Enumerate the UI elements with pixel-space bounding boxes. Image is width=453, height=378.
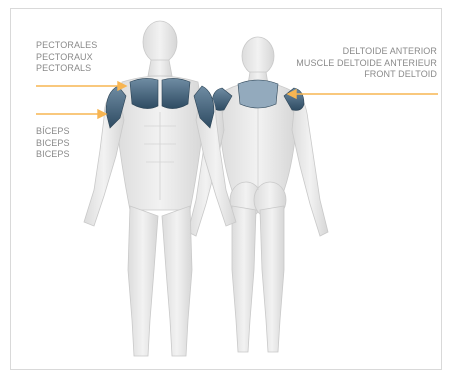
deltoid-label-en: FRONT DELTOID: [296, 69, 437, 81]
pectorals-label-es: PECTORALES: [36, 40, 97, 52]
biceps-arrowhead: [98, 110, 106, 118]
deltoid-arrowhead: [288, 90, 296, 98]
deltoid-label-fr: MUSCLE DELTOIDE ANTERIEUR: [296, 58, 437, 70]
pectorals-label-en: PECTORALS: [36, 63, 97, 75]
pectorals-label: PECTORALES PECTORAUX PECTORALS: [36, 40, 97, 75]
biceps-label: BÍCEPS BICEPS BICEPS: [36, 126, 70, 161]
pectorals-label-fr: PECTORAUX: [36, 52, 97, 64]
deltoid-label-es: DELTOIDE ANTERIOR: [296, 46, 437, 58]
biceps-label-en: BICEPS: [36, 149, 70, 161]
deltoid-label: DELTOIDE ANTERIOR MUSCLE DELTOIDE ANTERI…: [296, 46, 437, 81]
biceps-label-fr: BICEPS: [36, 138, 70, 150]
biceps-label-es: BÍCEPS: [36, 126, 70, 138]
pectoral-arrowhead: [118, 82, 126, 90]
